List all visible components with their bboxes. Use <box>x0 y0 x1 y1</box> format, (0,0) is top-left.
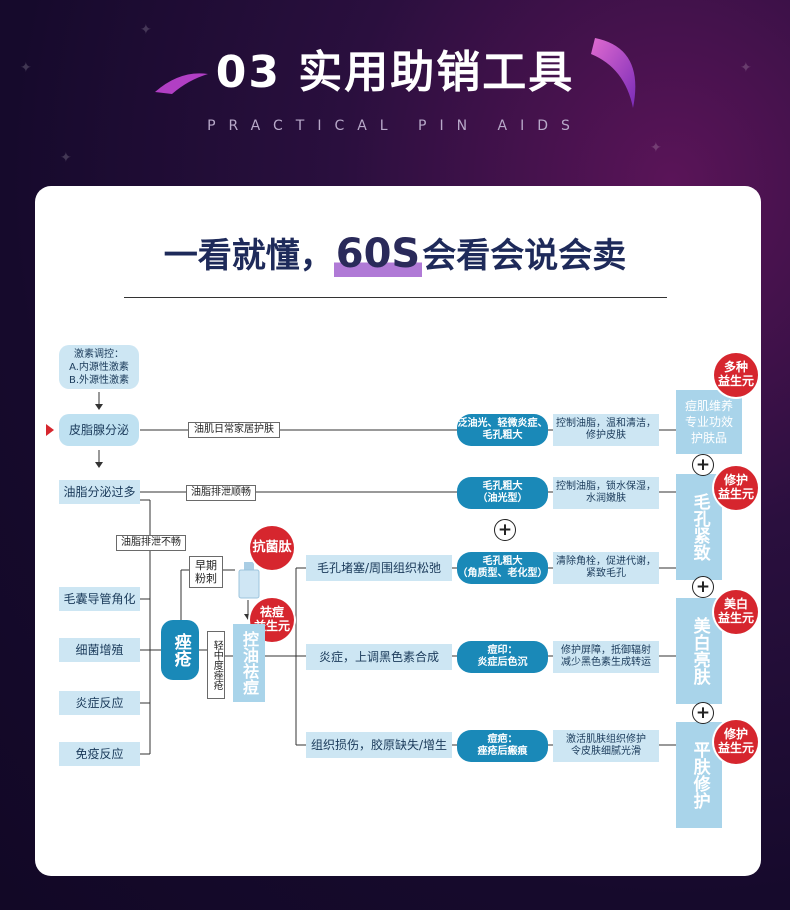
sebaceous-secretion-box: 皮脂腺分泌 <box>59 414 139 446</box>
card-title: 一看就懂，60S会看会说会卖 <box>0 228 790 277</box>
condition-inflammation-melanin: 炎症，上调黑色素合成 <box>306 644 452 670</box>
solution-box-3: 清除角栓，促进代谢，紧致毛孔 <box>553 552 659 584</box>
sparkle-icon: ✦ <box>740 60 752 76</box>
plus-icon: + <box>692 702 714 724</box>
product-bottle-icon <box>238 562 260 599</box>
solution-box-5: 激活肌肤组织修护令皮肤细腻光滑 <box>553 730 659 762</box>
solution-box-1: 控制油脂，温和清洁，修护皮肤 <box>553 414 659 446</box>
sparkle-icon: ✦ <box>650 140 662 156</box>
sparkle-icon: ✦ <box>140 22 152 38</box>
edge-label-oil-blocked: 油脂排泄不畅 <box>116 535 186 551</box>
oil-excess-box: 油脂分泌过多 <box>59 480 140 504</box>
card-title-highlight: 60S <box>333 231 423 277</box>
bacteria-growth-box: 细菌增殖 <box>59 638 140 662</box>
solution-box-2: 控制油脂，锁水保湿，水润嫩肤 <box>553 477 659 509</box>
condition-tissue-damage: 组织损伤，胶原缺失/增生 <box>306 732 452 758</box>
sparkle-icon: ✦ <box>20 60 32 76</box>
acne-box: 痤疮 <box>161 620 199 680</box>
symptom-pill-3: 毛孔粗大（角质型、老化型） <box>457 552 548 584</box>
plus-icon: + <box>494 519 516 541</box>
inflammation-box: 炎症反应 <box>59 691 140 715</box>
swoosh-left-icon <box>155 73 208 94</box>
follicle-keratinization-box: 毛囊导管角化 <box>59 587 140 611</box>
badge-whitening-probiotic: 美白益生元 <box>714 590 758 634</box>
plus-icon: + <box>692 576 714 598</box>
badge-repair-probiotic-2: 修护益生元 <box>714 720 758 764</box>
product-acne-care: 痘肌维养专业功效护肤品 <box>676 390 742 454</box>
title-divider <box>124 297 667 298</box>
symptom-pill-5: 痘疤：痤疮后瘢痕 <box>457 730 548 762</box>
oil-control-box: 控油祛痘 <box>233 624 265 702</box>
badge-multi-probiotic: 多种益生元 <box>714 353 758 397</box>
symptom-pill-4: 痘印：炎症后色沉 <box>457 641 548 673</box>
symptom-pill-2: 毛孔粗大（油光型） <box>457 477 548 509</box>
page-title: 03 实用助销工具 <box>215 47 575 98</box>
edge-label-daily-care: 油肌日常家居护肤 <box>188 422 280 438</box>
mild-stage-box: 轻中度痤疮 <box>207 631 225 699</box>
badge-repair-probiotic: 修护益生元 <box>714 466 758 510</box>
card-title-suffix: 会看会说会卖 <box>422 236 627 276</box>
plus-icon: + <box>692 454 714 476</box>
badge-antibacterial: 抗菌肽 <box>250 526 294 570</box>
page-subtitle: PRACTICAL PIN AIDS <box>207 118 583 134</box>
solution-box-4: 修护屏障，抵御辐射减少黑色素生成转运 <box>553 641 659 673</box>
card-title-prefix: 一看就懂， <box>163 236 334 276</box>
condition-pore-block: 毛孔堵塞/周围组织松弛 <box>306 555 452 581</box>
pointer-arrow-icon <box>46 424 54 436</box>
early-stage-box: 早期粉刺 <box>189 556 223 588</box>
sparkle-icon: ✦ <box>60 150 72 166</box>
product-pore-tightening: 毛孔紧致 <box>676 474 722 580</box>
immune-box: 免疫反应 <box>59 742 140 766</box>
symptom-pill-1: 泛油光、轻微炎症、毛孔粗大 <box>457 414 548 446</box>
swoosh-right-icon <box>591 38 636 108</box>
edge-label-oil-smooth: 油脂排泄顺畅 <box>186 485 256 501</box>
